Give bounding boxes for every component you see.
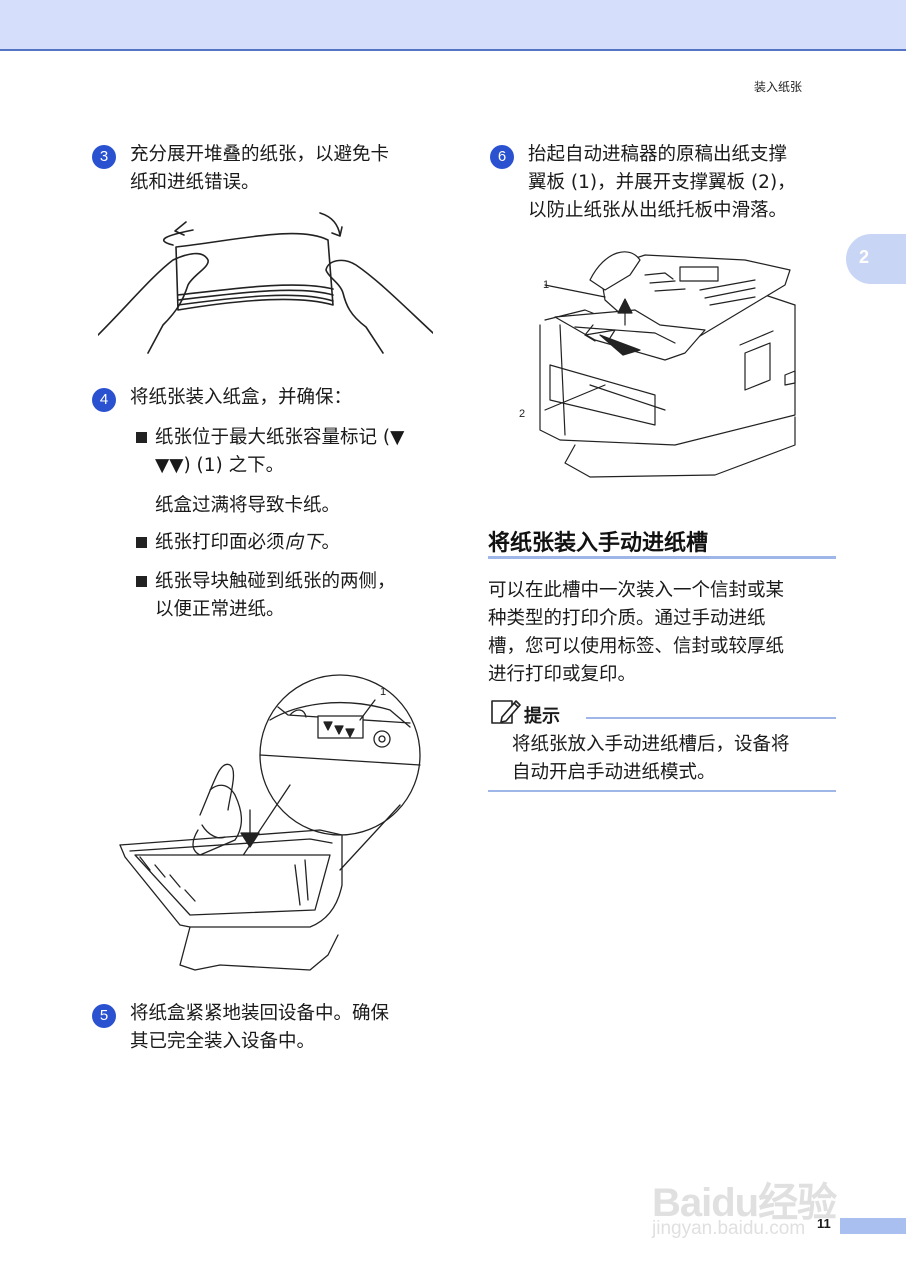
step-6-text: 抬起自动进稿器的原稿出纸支撑 翼板 (1)，并展开支撑翼板 (2)， 以防止纸张…	[528, 141, 796, 225]
bullet-3-line-1: 纸张导块触碰到纸张的两侧，	[155, 571, 396, 592]
fan-paper-illustration	[98, 212, 433, 354]
step-3-line-2: 纸和进纸错误。	[130, 172, 260, 193]
step-3-text: 充分展开堆叠的纸张，以避免卡 纸和进纸错误。	[130, 141, 389, 197]
bullet-3: 纸张导块触碰到纸张的两侧， 以便正常进纸。	[136, 568, 436, 624]
fax-callout-1: 1	[543, 279, 549, 291]
bullet-2-emphasis: 向下	[284, 532, 322, 553]
step-5-line-2: 其已完全装入设备中。	[130, 1031, 316, 1052]
footer-bar	[840, 1218, 906, 1234]
section-body: 可以在此槽中一次装入一个信封或某 种类型的打印介质。通过手动进纸 槽，您可以使用…	[488, 577, 838, 689]
section-body-line-4: 进行打印或复印。	[488, 664, 637, 685]
step-6-line-3: 以防止纸张从出纸托板中滑落。	[528, 200, 788, 221]
paper-tray-illustration: 1	[119, 674, 421, 971]
bullet-2-tail: 。	[321, 532, 341, 553]
bullet-1-line-2: ▼▼) (1) 之下。	[155, 455, 285, 476]
step-5-text: 将纸盒紧紧地装回设备中。确保 其已完全装入设备中。	[130, 1000, 389, 1056]
note-rule	[586, 717, 836, 719]
bullet-1-line-1: 纸张位于最大纸张容量标记 (▼	[155, 427, 405, 448]
page-number: 11	[817, 1216, 831, 1231]
step-5-badge: 5	[92, 1004, 116, 1028]
section-rule	[488, 556, 836, 559]
step-3-badge: 3	[92, 145, 116, 169]
note-text: 将纸张放入手动进纸槽后，设备将 自动开启手动进纸模式。	[512, 731, 836, 787]
bullet-1-text: 纸张位于最大纸张容量标记 (▼ ▼▼) (1) 之下。	[155, 424, 404, 480]
bullet-2-text: 纸张打印面必须向下。	[155, 529, 340, 557]
baidu-watermark-url: jingyan.baidu.com	[652, 1218, 806, 1239]
section-body-line-1: 可以在此槽中一次装入一个信封或某	[488, 580, 785, 601]
running-head: 装入纸张	[753, 80, 802, 94]
section-body-line-3: 槽，您可以使用标签、信封或较厚纸	[488, 636, 785, 657]
chapter-tab: 2	[846, 234, 906, 284]
tray-callout-1: 1	[380, 686, 386, 698]
baidu-watermark: Baidu经验	[652, 1181, 837, 1225]
bullet-3-line-2: 以便正常进纸。	[155, 599, 285, 620]
note-line-2: 自动开启手动进纸模式。	[512, 762, 716, 783]
bullet-square	[136, 537, 147, 548]
section-heading: 将纸张装入手动进纸槽	[488, 531, 709, 556]
note-line-1: 将纸张放入手动进纸槽后，设备将	[512, 734, 790, 755]
fax-callout-2: 2	[519, 408, 525, 420]
bullet-2: 纸张打印面必须向下。	[136, 529, 436, 557]
note-title: 提示	[524, 706, 560, 727]
step-4-badge: 4	[92, 388, 116, 412]
top-banner	[0, 0, 906, 51]
bullet-square	[136, 576, 147, 587]
step-6-line-2: 翼板 (1)，并展开支撑翼板 (2)，	[528, 172, 796, 193]
chapter-number: 2	[859, 247, 870, 267]
step-4-text: 将纸张装入纸盒，并确保：	[130, 387, 353, 408]
step-6-badge: 6	[490, 145, 514, 169]
bullet-3-text: 纸张导块触碰到纸张的两侧， 以便正常进纸。	[155, 568, 396, 624]
note-pencil-icon	[491, 700, 521, 724]
bullet-1: 纸张位于最大纸张容量标记 (▼ ▼▼) (1) 之下。	[136, 424, 436, 480]
bullet-2-lead: 纸张打印面必须	[155, 532, 285, 553]
bullet-square	[136, 432, 147, 443]
step-5-line-1: 将纸盒紧紧地装回设备中。确保	[130, 1003, 390, 1024]
step-3-line-1: 充分展开堆叠的纸张，以避免卡	[130, 144, 390, 165]
fax-machine-illustration: 1 2	[519, 251, 796, 478]
note-bottom-rule	[488, 790, 836, 792]
section-body-line-2: 种类型的打印介质。通过手动进纸	[488, 608, 766, 629]
step-6-line-1: 抬起自动进稿器的原稿出纸支撑	[528, 144, 788, 165]
overfill-warning: 纸盒过满将导致卡纸。	[155, 495, 341, 516]
